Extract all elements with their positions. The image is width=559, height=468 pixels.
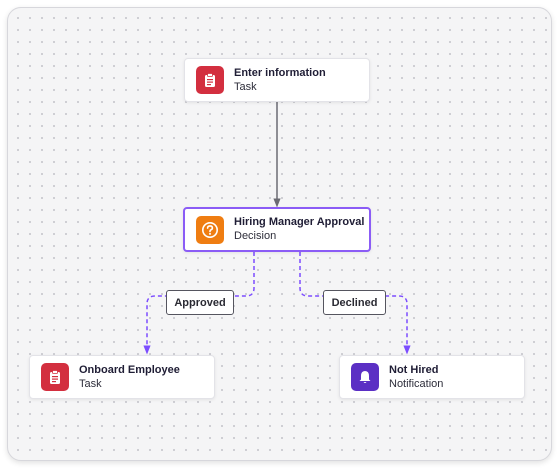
edge-label-approved[interactable]: Approved (166, 290, 234, 315)
node-title: Onboard Employee (79, 363, 180, 376)
node-enter-information[interactable]: Enter information Task (184, 58, 370, 102)
question-circle-icon (196, 215, 224, 244)
node-subtitle: Task (234, 80, 257, 93)
node-title: Not Hired (389, 363, 439, 376)
node-onboard-employee[interactable]: Onboard Employee Task (29, 355, 215, 399)
bell-icon (351, 363, 379, 391)
node-title: Hiring Manager Approval (234, 216, 365, 228)
clipboard-icon (196, 66, 224, 94)
clipboard-icon (41, 363, 69, 391)
node-subtitle: Notification (389, 377, 444, 390)
node-subtitle: Decision (234, 230, 277, 242)
node-title: Enter information (234, 66, 326, 79)
workflow-canvas[interactable]: Enter information Task Hiring Manager Ap… (7, 7, 552, 461)
edge-label-declined[interactable]: Declined (323, 290, 386, 315)
node-subtitle: Task (79, 377, 102, 390)
node-not-hired[interactable]: Not Hired Notification (339, 355, 525, 399)
node-hiring-manager-approval[interactable]: Hiring Manager Approval Decision (183, 207, 371, 252)
